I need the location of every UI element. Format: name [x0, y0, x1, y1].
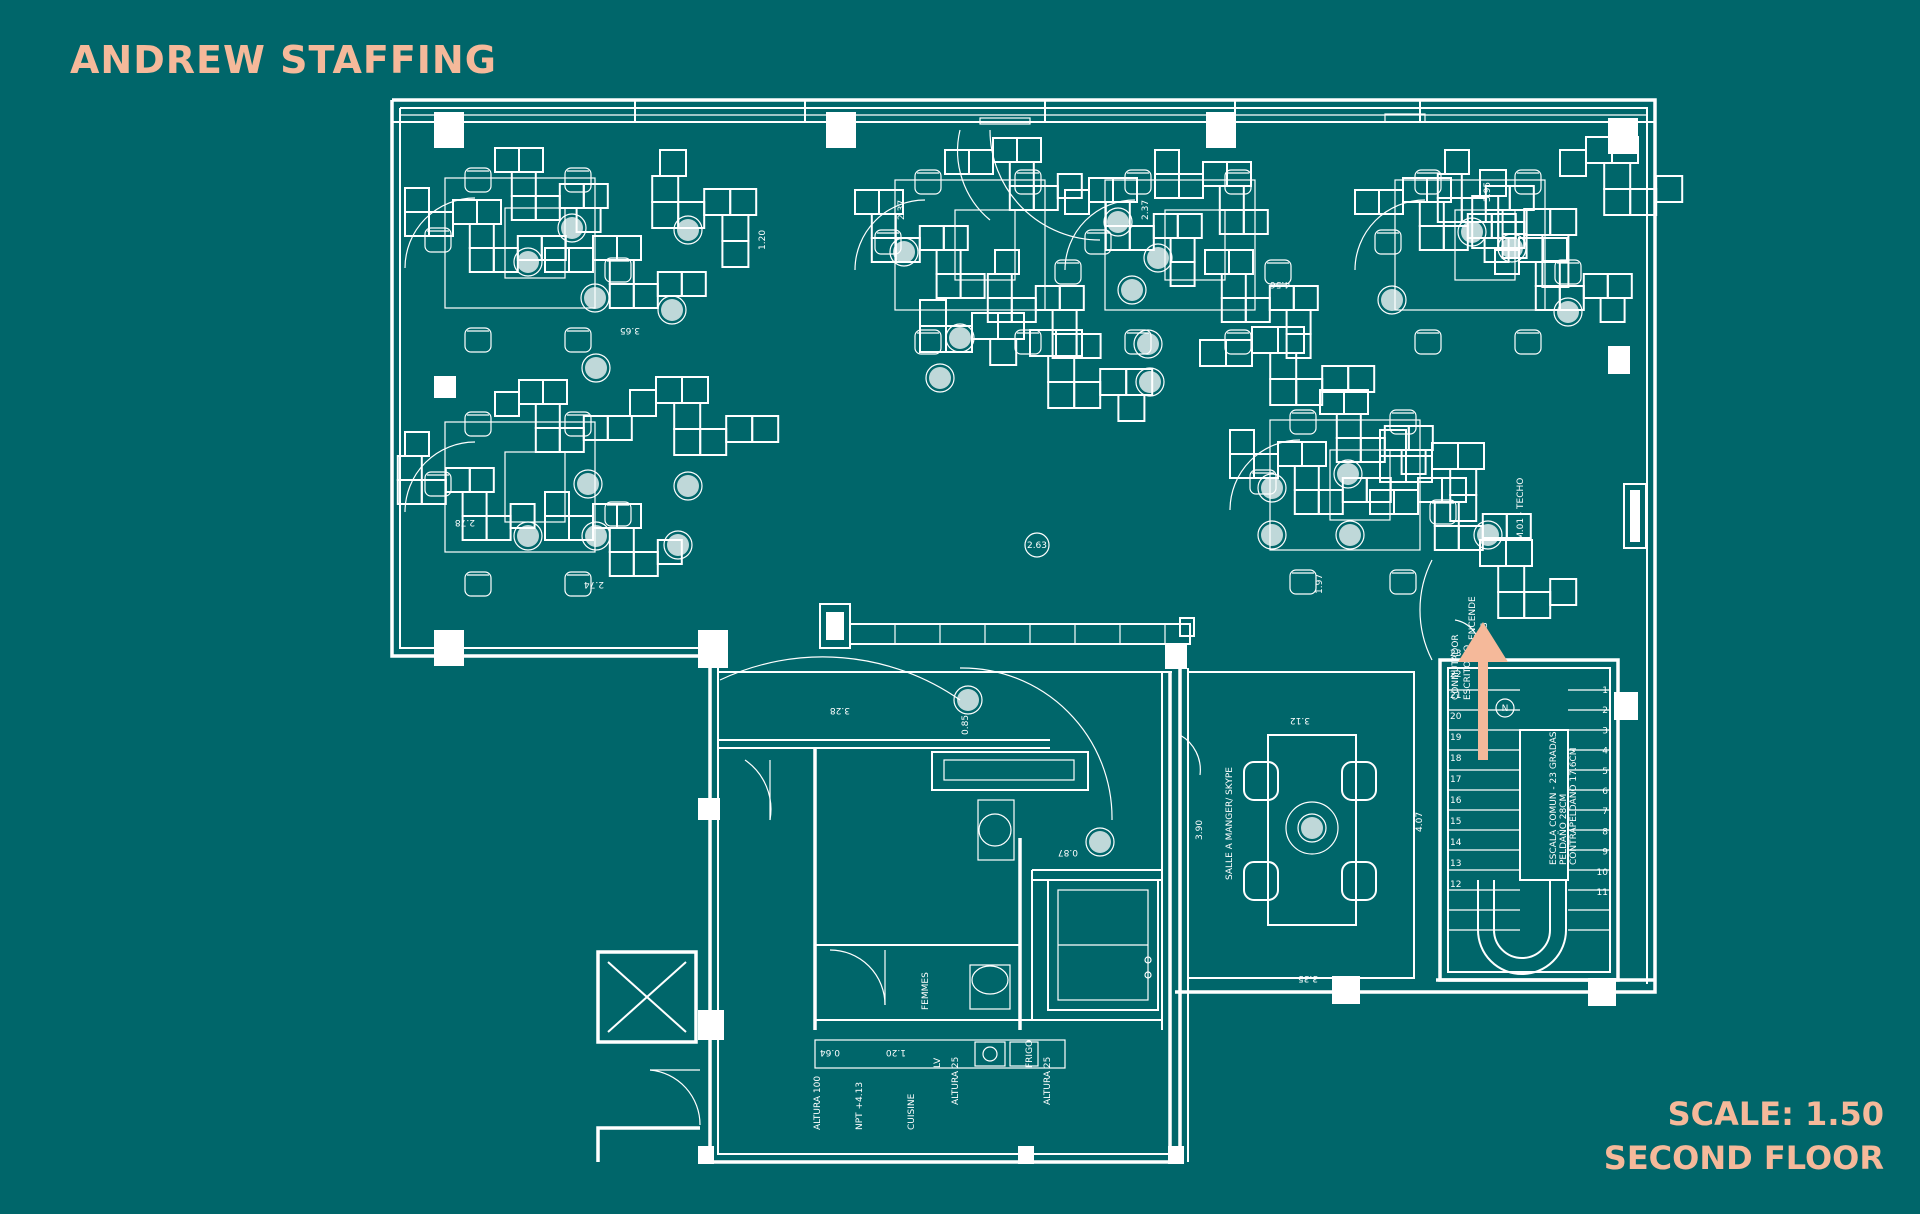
svg-text:6: 6: [1602, 787, 1608, 797]
floor-label: SECOND FLOOR: [1603, 1139, 1884, 1177]
scale-block: SCALE: 1.50 SECOND FLOOR: [1604, 1092, 1884, 1180]
svg-text:13: 13: [1450, 859, 1461, 869]
meeting-room-label: SALLE A MANGER/ SKYPE: [1225, 767, 1235, 880]
stair-note-1: ESCALA COMUN - 23 GRADAS: [1549, 731, 1559, 865]
svg-text:2.37: 2.37: [897, 200, 907, 220]
stair-note-2: PELDAÑO 28CM: [1558, 794, 1569, 865]
svg-text:11: 11: [1597, 888, 1608, 898]
svg-text:7: 7: [1602, 807, 1608, 817]
svg-text:3.12: 3.12: [1290, 715, 1310, 725]
svg-text:5: 5: [1602, 767, 1608, 777]
svg-text:4: 4: [1602, 747, 1608, 757]
fixtures: [814, 751, 1159, 1069]
svg-text:15: 15: [1450, 817, 1461, 827]
scale-label: SCALE: 1.50: [1667, 1095, 1884, 1133]
npt-label: NPT +4.13: [855, 1082, 865, 1130]
central-partition: [819, 603, 1195, 649]
meeting-chairs: [1243, 761, 1377, 901]
svg-text:18: 18: [1450, 754, 1462, 764]
outer-walls: [390, 98, 1657, 1164]
svg-text:3.65: 3.65: [620, 325, 640, 335]
svg-text:20: 20: [1450, 712, 1462, 722]
svg-text:4.56: 4.56: [1270, 279, 1290, 289]
window-strip: [400, 100, 1647, 125]
switch-label-3: CONMUTADOR: [1451, 634, 1461, 700]
svg-text:22: 22: [1450, 670, 1461, 680]
altura-100-label: ALTURA 100: [813, 1076, 823, 1130]
light-fixtures: [513, 207, 1583, 857]
altura-25-label-a: ALTURA 25: [951, 1057, 961, 1105]
svg-text:19: 19: [1450, 733, 1462, 743]
svg-text:1.20: 1.20: [886, 1047, 906, 1057]
svg-text:3.90: 3.90: [1195, 820, 1205, 840]
svg-text:0.64: 0.64: [820, 1047, 840, 1057]
svg-text:0.87: 0.87: [1058, 847, 1078, 857]
frigo-label: FRIGO: [1025, 1040, 1035, 1068]
svg-text:0.85: 0.85: [961, 715, 971, 735]
svg-text:1.20: 1.20: [758, 230, 768, 250]
svg-text:9: 9: [1602, 848, 1608, 858]
svg-text:14: 14: [1450, 838, 1462, 848]
svg-text:3.35: 3.35: [1298, 973, 1318, 983]
svg-text:2.74: 2.74: [584, 579, 604, 589]
altura-25-label-b: ALTURA 25: [1043, 1057, 1053, 1105]
room-center-marker: 2.63: [1024, 532, 1050, 558]
svg-text:3.28: 3.28: [830, 705, 850, 715]
stair-note-3: CONTRAPELDAÑO 17.6CM: [1568, 748, 1579, 865]
svg-text:2.37: 2.37: [1141, 200, 1151, 220]
kitchen-label: CUISINE: [907, 1093, 917, 1130]
svg-text:2.63: 2.63: [1027, 541, 1047, 551]
svg-text:21: 21: [1450, 691, 1461, 701]
dimension-labels: 1.20 3.65 2.37 2.37 4.56 3.95 2.78 2.74 …: [455, 182, 1493, 1057]
svg-text:17: 17: [1450, 775, 1461, 785]
switch-label-1: ENCENDE: [1468, 596, 1478, 640]
svg-text:10: 10: [1597, 868, 1609, 878]
brand-title: ANDREW STAFFING: [70, 38, 497, 82]
meeting-table: [1267, 734, 1357, 926]
svg-text:2: 2: [1602, 706, 1608, 716]
svg-text:4.07: 4.07: [1415, 812, 1425, 832]
switch-label-4: ESCRITORIO: [1463, 645, 1473, 700]
svg-text:N: N: [1502, 704, 1509, 714]
door-swings: [649, 129, 1481, 1126]
direction-arrow: [1458, 622, 1508, 760]
staircase: [1448, 689, 1610, 975]
right-window: [1623, 483, 1647, 549]
svg-text:3.95: 3.95: [1483, 182, 1493, 202]
lv-label: LV: [933, 1057, 943, 1068]
north-marker: N: [1495, 698, 1515, 718]
svg-text:12: 12: [1450, 880, 1461, 890]
svg-text:3: 3: [1602, 726, 1608, 736]
svg-text:23: 23: [1450, 649, 1461, 659]
svg-text:1.97: 1.97: [1315, 574, 1325, 594]
svg-text:2.78: 2.78: [455, 517, 475, 527]
women-restroom-label: FEMMES: [921, 972, 931, 1010]
svg-text:1: 1: [1602, 686, 1608, 696]
svg-text:8: 8: [1602, 827, 1608, 837]
ceiling-label: M.01 - TECHO: [1516, 478, 1526, 540]
svg-text:16: 16: [1450, 796, 1462, 806]
